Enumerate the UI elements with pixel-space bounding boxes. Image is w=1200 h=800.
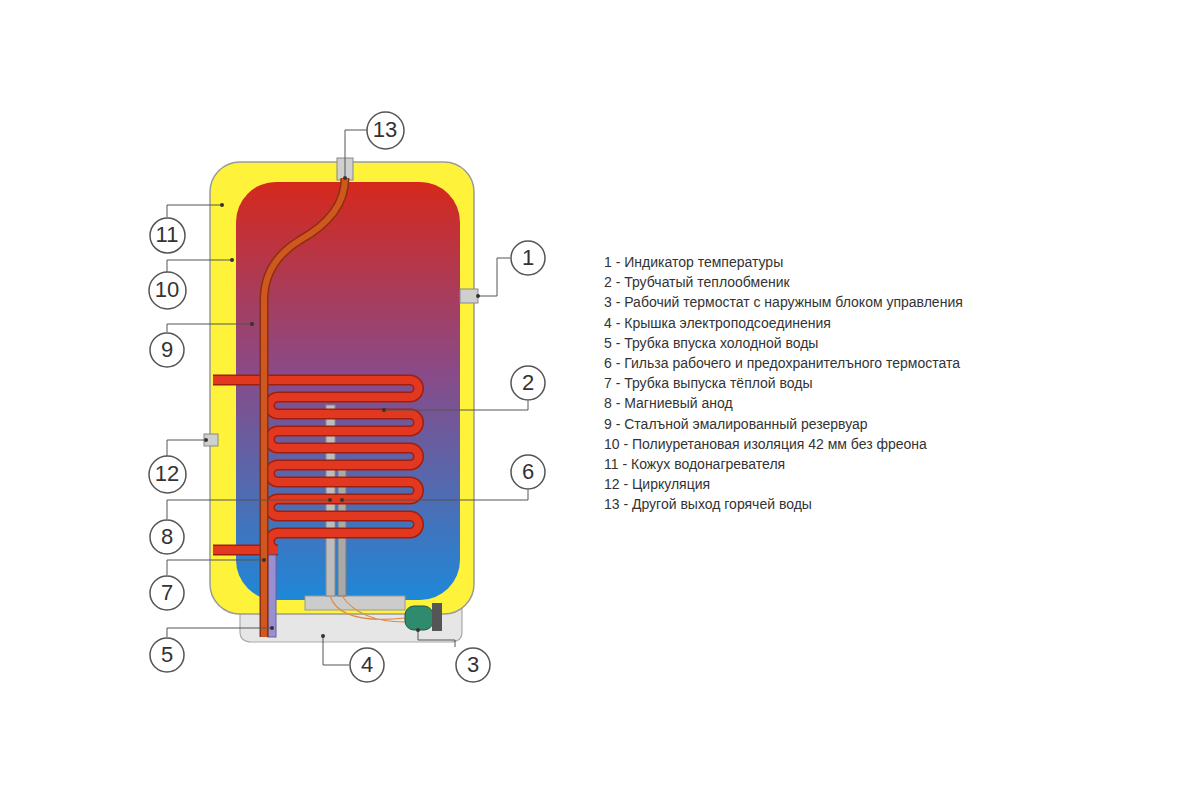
callout-circle: 7: [149, 575, 185, 611]
key-entry: 2 - Трубчатый теплообменик: [604, 274, 790, 291]
callout-circle: 10: [148, 271, 187, 310]
callout-number: 12: [155, 463, 179, 485]
callout-circle: 1: [510, 240, 546, 276]
thermostat: [405, 606, 433, 630]
key-entry: 13 - Другой выход горячей воды: [604, 496, 812, 513]
cold-inlet-tube: [268, 555, 276, 637]
key-entry: 4 - Крышка электроподсоединения: [604, 315, 831, 332]
callout-circle: 6: [510, 454, 546, 490]
heat-exchanger-coil: [213, 380, 419, 550]
callout-number: 1: [522, 247, 534, 269]
callout-number: 5: [161, 644, 173, 666]
key-entry: 9 - Сталъной эмалированный резервуар: [604, 416, 868, 433]
callout-number: 4: [361, 654, 373, 676]
key-entry: 8 - Магниевый анод: [604, 395, 733, 412]
callout-number: 2: [522, 372, 534, 394]
coil-outline: [213, 380, 419, 550]
callout-number: 3: [467, 654, 479, 676]
key-entry: 5 - Трубка впуска холодной воды: [604, 335, 818, 352]
callout-circle: 13: [366, 111, 405, 150]
callout-circle: 9: [149, 332, 185, 368]
callout-number: 10: [155, 279, 179, 301]
key-entry: 12 - Циркуляция: [604, 476, 710, 493]
heater-casing: [210, 162, 474, 614]
callout-circle: 4: [349, 647, 385, 683]
key-entry: 3 - Рабочий термостат с наружным блоком …: [604, 294, 963, 311]
key-entry: 10 - Полиуретановая изоляция 42 мм без ф…: [604, 436, 927, 453]
leader-dots: [204, 176, 480, 638]
callout-number: 9: [161, 339, 173, 361]
hot-outlet-pipe: [264, 178, 345, 637]
callout-number: 13: [373, 119, 397, 141]
wires: [330, 596, 405, 622]
flange: [305, 596, 405, 610]
callout-number: 6: [522, 461, 534, 483]
callout-number: 7: [161, 582, 173, 604]
thermostat-knob: [432, 603, 442, 631]
key-entry: 1 - Индикатор температуры: [604, 254, 783, 271]
callout-number: 8: [161, 526, 173, 548]
callout-circle: 3: [455, 647, 491, 683]
temperature-indicator: [460, 289, 478, 303]
callout-circle: 11: [149, 217, 186, 254]
key-entry: 7 - Трубка выпуска тёплой воды: [604, 375, 813, 392]
callout-number: 11: [156, 224, 179, 246]
callout-circle: 12: [148, 455, 187, 494]
key-entry: 11 - Кожух водонагревателя: [604, 456, 785, 473]
callout-circle: 2: [510, 365, 546, 401]
circulation-fitting: [204, 434, 218, 446]
key-entry: 6 - Гильза рабочего и предохранителъного…: [604, 355, 960, 372]
callout-circle: 8: [149, 519, 185, 555]
leader-lines: [167, 130, 528, 665]
callout-circle: 5: [149, 637, 185, 673]
